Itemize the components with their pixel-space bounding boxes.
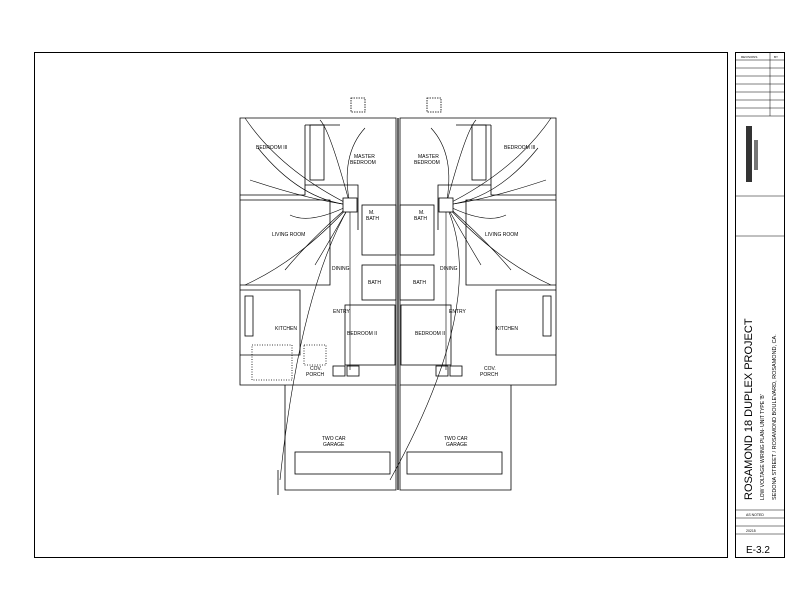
chimney-left: [350, 97, 366, 113]
label-bath-left: BATH: [368, 280, 381, 286]
project-title: ROSAMOND 18 DUPLEX PROJECT: [743, 318, 755, 500]
label-bedroom3-left: BEDROOM III: [256, 145, 287, 151]
label-kitchen-left: KITCHEN: [275, 326, 297, 332]
label-garage1-left: TWO CAR: [322, 436, 346, 442]
label-bedroom3-right: BEDROOM III: [504, 145, 535, 151]
sheet-subtitle: LOW VOLTAGE WIRING PLAN- UNIT TYPE 'B': [760, 394, 766, 500]
firm-logo: [746, 126, 752, 182]
label-dining-left: DINING: [332, 266, 350, 272]
label-living-right: LIVING ROOM: [485, 232, 518, 238]
garage-right: [399, 385, 512, 491]
label-porch1-left: COV.: [310, 366, 322, 372]
label-master1-left: MASTER: [354, 154, 375, 160]
label-entry-left: ENTRY: [333, 309, 351, 315]
label-porch2-right: PORCH: [480, 372, 498, 378]
label-master2-right: BEDROOM: [414, 160, 440, 166]
label-mbath1-left: M.: [369, 210, 375, 216]
label-garage2-right: GARAGE: [446, 442, 468, 448]
label-entry-right: ENTRY: [449, 309, 467, 315]
label-garage2-left: GARAGE: [323, 442, 345, 448]
label-bedroom2-left: BEDROOM II: [347, 331, 377, 337]
room-labels-left: BEDROOM III MASTER BEDROOM M. BATH LIVIN…: [256, 145, 381, 448]
by-header: BY: [774, 55, 778, 59]
title-block-content: REVISIONS BY ROSAMOND 18 DUPLEX PROJECT …: [735, 52, 785, 556]
label-dining-right: DINING: [440, 266, 458, 272]
label-mbath2-left: BATH: [366, 216, 379, 222]
room-labels-right: BEDROOM III MASTER BEDROOM M. BATH LIVIN…: [413, 145, 535, 448]
project-address: SEDONA STREET / ROSAMOND BOULEVARD, ROSA…: [772, 334, 778, 500]
revisions-header: REVISIONS: [741, 55, 757, 59]
label-mbath1-right: M.: [419, 210, 425, 216]
label-living-left: LIVING ROOM: [272, 232, 305, 238]
label-master1-right: MASTER: [418, 154, 439, 160]
sheet-number: E-3.2: [746, 545, 770, 556]
label-porch2-left: PORCH: [306, 372, 324, 378]
label-master2-left: BEDROOM: [350, 160, 376, 166]
label-bedroom2-right: BEDROOM II: [415, 331, 445, 337]
title-block: [735, 52, 785, 558]
label-mbath2-right: BATH: [414, 216, 427, 222]
label-garage1-right: TWO CAR: [444, 436, 468, 442]
label-bath-right: BATH: [413, 280, 426, 286]
scale-value: AS NOTED: [746, 513, 764, 517]
label-kitchen-right: KITCHEN: [496, 326, 518, 332]
drawing-frame: [34, 52, 728, 558]
label-porch1-right: COV.: [484, 366, 496, 372]
job-value: 20215: [746, 529, 756, 533]
chimney-right: [426, 97, 442, 113]
